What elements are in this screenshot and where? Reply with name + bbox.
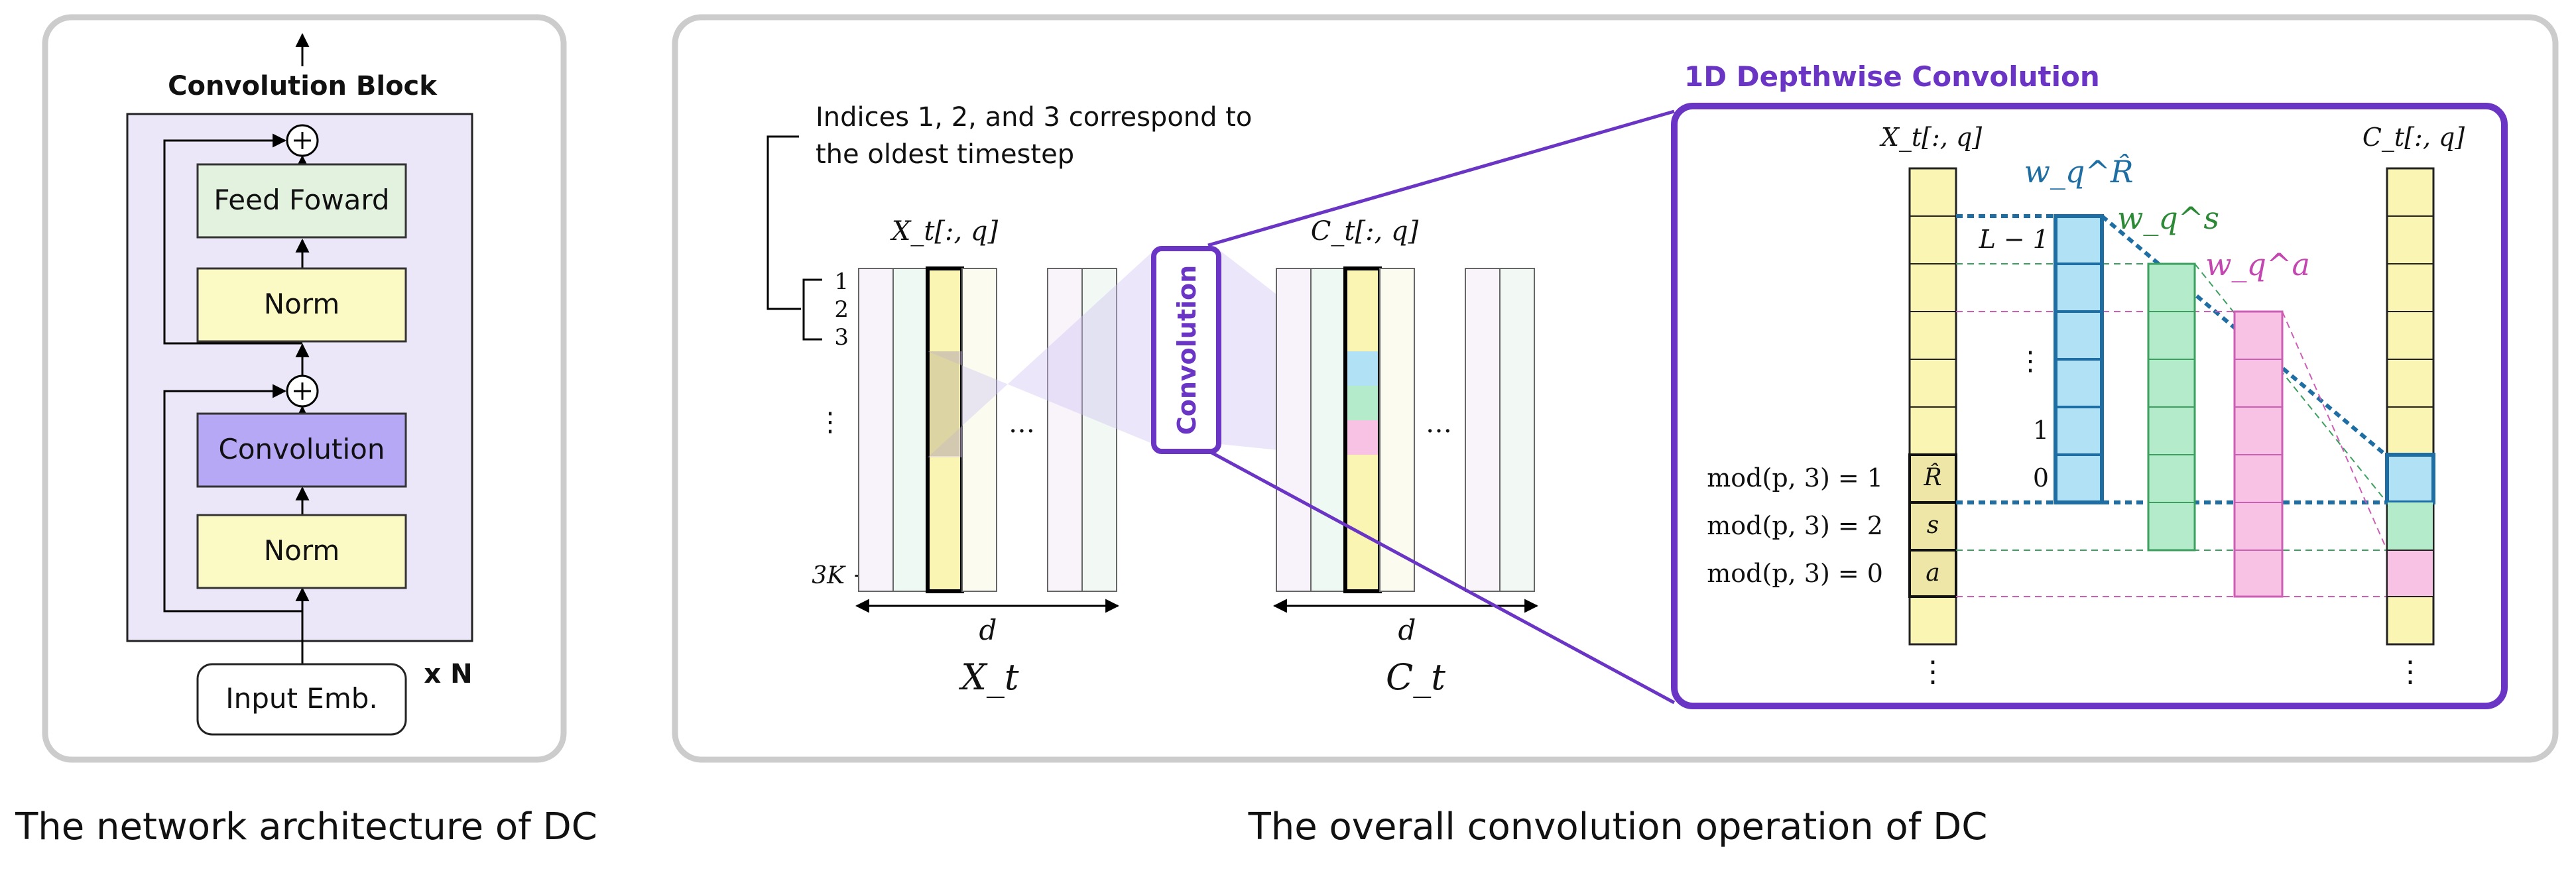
ct-name: C_t — [1386, 656, 1445, 698]
xt-name: X_t — [958, 656, 1018, 698]
norm-bottom-label: Norm — [264, 534, 340, 567]
kernel-a — [2233, 310, 2284, 598]
convolution-box-label: Convolution — [219, 433, 385, 465]
kernel-s-label: w_q^s — [2117, 200, 2219, 236]
convolution-operator-label: Convolution — [1172, 265, 1201, 435]
depthwise-input-vdots: ⋮ — [1918, 655, 1947, 689]
depthwise-x-label: X_t[:, q] — [1879, 123, 1982, 152]
row-1-3-bracket — [802, 278, 822, 341]
token-s: s — [1927, 512, 1939, 539]
token-a: a — [1926, 559, 1939, 587]
zoom-line-top — [1207, 109, 1675, 247]
block-title: Convolution Block — [168, 71, 438, 101]
convolution-box — [196, 412, 407, 488]
xt-window-highlight — [930, 351, 959, 456]
kernel-a-label: w_q^a — [2205, 247, 2310, 282]
row-index-2: 2 — [834, 296, 849, 323]
zoom-line-bottom — [1207, 449, 1676, 705]
mod-label-1: mod(p, 3) = 1 — [1707, 463, 1883, 493]
kernel-index-0: 0 — [2033, 463, 2049, 493]
input-embedding-label: Input Emb. — [225, 682, 378, 715]
architecture-caption: The network architecture of DC — [15, 805, 597, 848]
indices-note-bracket — [767, 135, 801, 310]
xt-d-label: d — [979, 614, 997, 646]
token-r-hat: R̂ — [1923, 463, 1941, 491]
connector-a-out — [2282, 311, 2388, 551]
add-node-top — [286, 124, 319, 157]
kernel-vdots: ⋮ — [2017, 346, 2044, 377]
ct-column-label: C_t[:, q] — [1311, 216, 1419, 247]
norm-bottom-box — [196, 514, 407, 589]
ct-matrix — [1276, 266, 1535, 593]
xt-column-label: X_t[:, q] — [890, 216, 999, 247]
depthwise-output-vdots: ⋮ — [2396, 655, 2425, 689]
row-index-3: 3 — [834, 324, 849, 351]
kernel-index-1: 1 — [2033, 416, 2049, 445]
indices-note-line2: the oldest timestep — [816, 139, 1074, 170]
input-projection-cone — [928, 251, 1154, 457]
kernel-s — [2147, 262, 2196, 552]
indices-note-line1: Indices 1, 2, and 3 correspond to — [816, 102, 1252, 133]
depthwise-c-label: C_t[:, q] — [2362, 123, 2465, 152]
add-node-bottom — [286, 375, 319, 408]
residual-connection-top — [163, 133, 302, 345]
depthwise-input-column — [1908, 167, 1957, 646]
depthwise-title: 1D Depthwise Convolution — [1684, 60, 2100, 93]
norm-top-label: Norm — [264, 288, 340, 320]
kernel-l-minus-1: L − 1 — [1979, 225, 2049, 254]
kernel-r-hat — [2054, 214, 2104, 504]
operation-caption: The overall convolution operation of DC — [1248, 805, 1988, 848]
convolution-operator-box — [1151, 246, 1221, 454]
kernel-r-hat-label: w_q^R̂ — [2024, 154, 2134, 190]
residual-connection-bottom — [163, 384, 302, 612]
row-vdots: ⋮ — [817, 407, 843, 437]
input-embedding-box — [196, 663, 407, 736]
mod-label-0: mod(p, 3) = 0 — [1707, 559, 1883, 588]
feed-forward-box — [196, 163, 407, 239]
ct-hdots: … — [1426, 408, 1452, 439]
feed-forward-label: Feed Foward — [214, 184, 389, 216]
depthwise-output-column — [2385, 167, 2435, 646]
norm-top-box — [196, 267, 407, 343]
mod-label-2: mod(p, 3) = 2 — [1707, 511, 1883, 540]
repeat-label: x N — [424, 659, 472, 689]
xt-hdots: … — [1009, 408, 1035, 439]
connector-s-out — [2194, 263, 2388, 503]
row-index-1: 1 — [834, 268, 849, 295]
ct-d-label: d — [1398, 614, 1416, 646]
xt-matrix — [858, 266, 1117, 593]
